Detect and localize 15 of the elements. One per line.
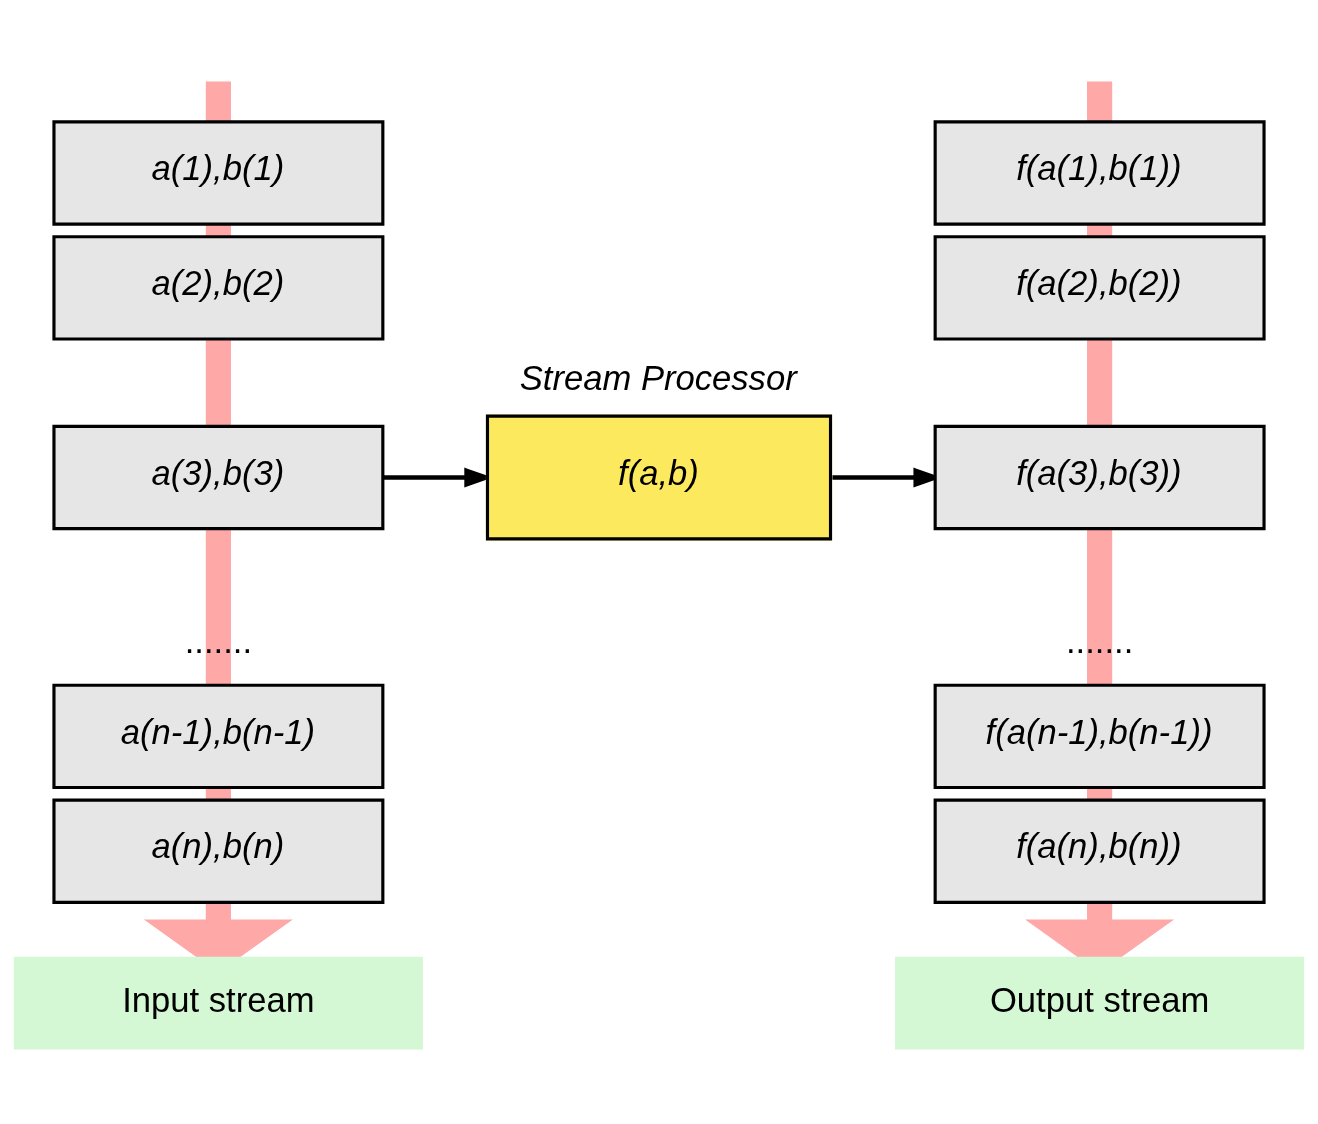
node-box: f(a(1),b(1)) — [933, 120, 1266, 226]
node-box: f(a(n-1),b(n-1)) — [933, 683, 1266, 790]
node-box: a(n),b(n) — [52, 798, 385, 904]
node-box: f(a(n),b(n)) — [933, 798, 1266, 904]
node-box: f(a(3),b(3)) — [933, 424, 1266, 531]
node-box: a(n-1),b(n-1) — [52, 683, 385, 790]
node-box: a(3),b(3) — [52, 424, 385, 531]
label: ....... — [1065, 622, 1134, 661]
node-box: a(1),b(1) — [52, 120, 385, 226]
label: ....... — [184, 622, 253, 661]
node-box: a(2),b(2) — [52, 235, 385, 341]
node-box: Input stream — [13, 956, 423, 1050]
node-box: f(a(2),b(2)) — [933, 235, 1266, 341]
node-box: Output stream — [895, 956, 1305, 1050]
node-label: Stream Processor — [519, 359, 797, 398]
